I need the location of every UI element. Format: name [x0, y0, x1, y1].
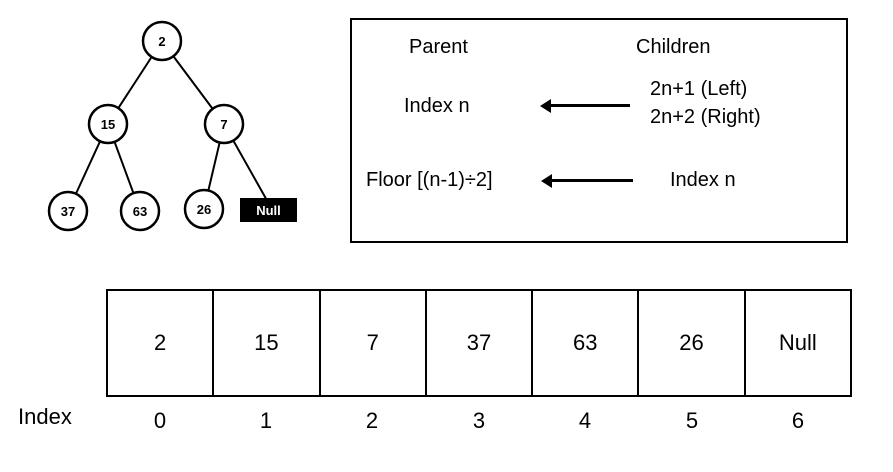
index-row-label: Index	[18, 404, 72, 429]
array-cell: 2	[108, 291, 215, 395]
tree-node: 7	[203, 103, 245, 145]
svg-text:Null: Null	[256, 203, 281, 218]
array-cell: Null	[778, 330, 817, 355]
tree-node: 15	[87, 103, 129, 145]
tree-node: 2	[141, 20, 183, 62]
array-index: 6	[791, 408, 805, 433]
tree-node: 63	[119, 190, 161, 232]
tree-null-node: Null	[240, 198, 297, 222]
child-right-formula: 2n+2 (Right)	[650, 106, 761, 128]
index-relationship-box: Parent Children Index n 2n+1 (Left) 2n+2…	[350, 18, 848, 243]
array-representation: 2 15 7 37 63 26 Null	[106, 289, 852, 397]
parent-floor-formula: Floor [(n-1)÷2]	[366, 169, 493, 191]
binary-tree: 2 15 7 37 63 26 Null	[47, 20, 297, 232]
tree-node: 37	[47, 190, 89, 232]
svg-text:63: 63	[133, 204, 147, 219]
array-cell: 26	[639, 291, 746, 395]
children-header: Children	[636, 36, 711, 58]
tree-node: 26	[183, 188, 225, 230]
parent-header: Parent	[409, 36, 468, 58]
array-cell: 7	[321, 291, 427, 395]
array-index: 1	[259, 408, 273, 433]
svg-text:26: 26	[197, 202, 211, 217]
array-index: 2	[365, 408, 379, 433]
array-cell: 15	[214, 291, 321, 395]
child-left-formula: 2n+1 (Left)	[650, 78, 748, 100]
array-index: 3	[472, 408, 486, 433]
parent-index-n: Index n	[404, 95, 470, 117]
array-index: 4	[578, 408, 592, 433]
svg-text:2: 2	[158, 34, 165, 49]
array-index: 5	[685, 408, 699, 433]
svg-text:37: 37	[61, 204, 75, 219]
child-index-n: Index n	[670, 169, 736, 191]
left-arrow	[541, 173, 633, 188]
svg-text:15: 15	[101, 117, 115, 132]
svg-text:7: 7	[220, 117, 227, 132]
array-index: 0	[153, 408, 167, 433]
left-arrow	[540, 98, 630, 113]
array-cell: 63	[533, 291, 640, 395]
array-cell: 37	[427, 291, 534, 395]
